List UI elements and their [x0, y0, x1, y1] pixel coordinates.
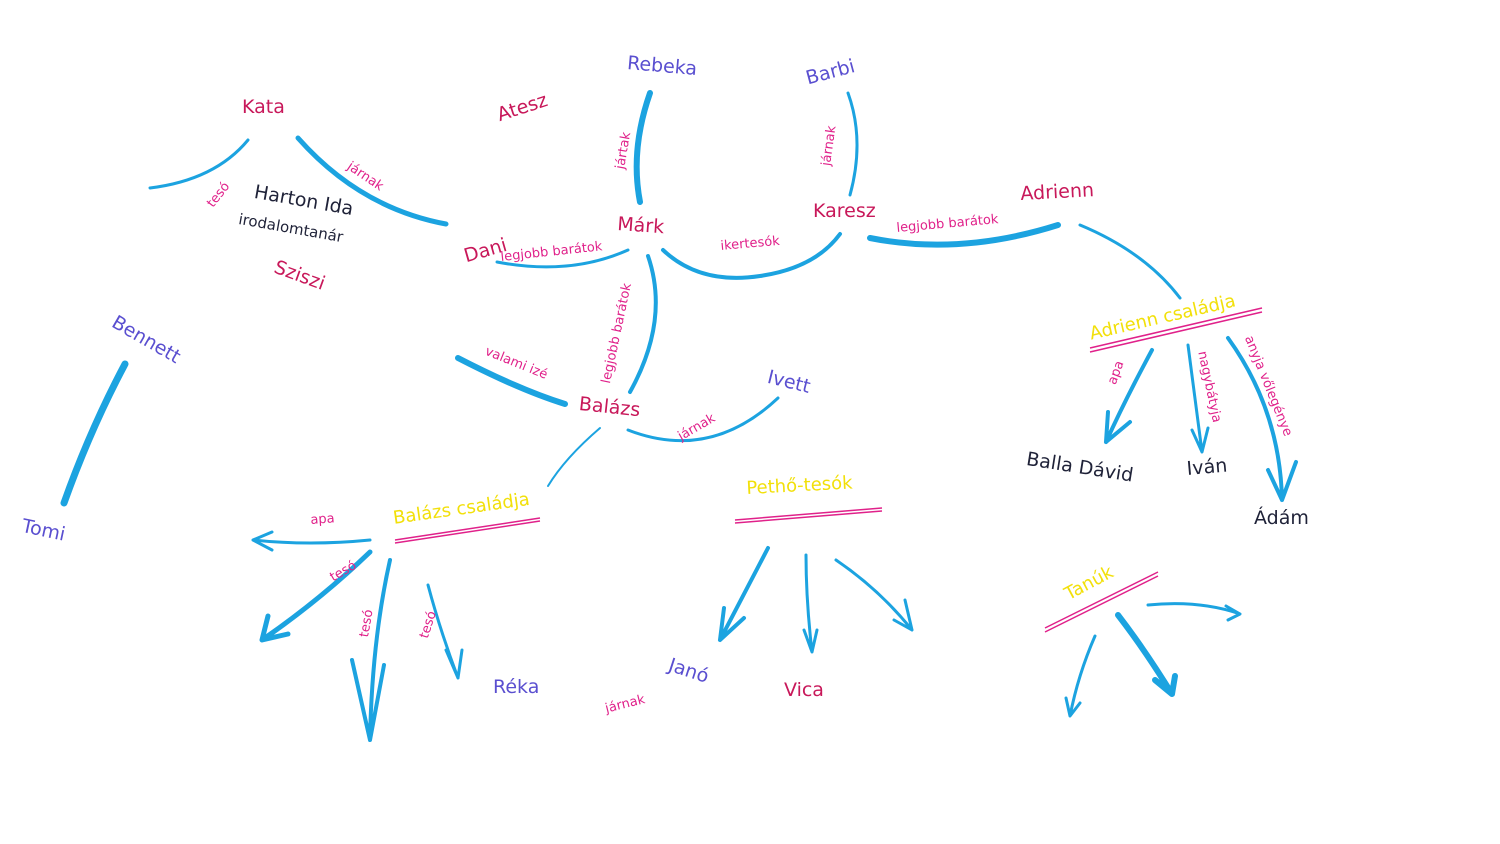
edge-balazs-ivett-jarnak [626, 396, 780, 443]
node-karesz: Karesz [813, 200, 876, 222]
arrow-balazs-teso-2 [350, 558, 392, 742]
underline-tanuk [1044, 571, 1159, 633]
node-adam: Ádám [1254, 507, 1309, 529]
node-adrienn: Adrienn [1019, 179, 1095, 205]
edge-mark-balazs-legjobb [628, 254, 658, 394]
arrow-tanuk-3 [1146, 602, 1242, 622]
arrow-balazs-teso-1 [259, 549, 373, 643]
node-mark: Márk [616, 213, 665, 239]
node-ivan: Iván [1185, 454, 1229, 480]
edge-barbi-jarnak [846, 91, 859, 197]
edge-valami-ize [455, 355, 568, 407]
arrow-petho-1 [718, 546, 770, 642]
node-kata: Kata [242, 96, 285, 118]
node-vica: Vica [784, 679, 824, 701]
edge-kata-jarnak [295, 135, 449, 227]
edge-bennett-tomi [60, 360, 129, 507]
edge-mark-karesz-ikertesok [661, 232, 842, 280]
arrow-tanuk-1 [1064, 634, 1097, 718]
underline-petho-tesok [734, 507, 883, 524]
edge-balazs-csaladja [547, 427, 601, 487]
edge-karesz-adrienn-legjobb [867, 222, 1061, 248]
node-reka: Réka [493, 676, 540, 698]
arrow-petho-2 [802, 553, 819, 654]
underline-balazs-csaladja [394, 517, 541, 544]
arrow-adrienn-apa [1104, 348, 1154, 444]
arrow-balazs-teso-3 [426, 583, 464, 680]
underline-adrienn-csaladja [1089, 307, 1263, 353]
arrow-adrienn-anyja-volegenye [1226, 336, 1298, 502]
rel-balazs-apa: apa [309, 511, 336, 528]
arrow-petho-3 [834, 558, 914, 632]
arrow-adrienn-nagybatyja [1186, 343, 1210, 454]
arrow-balazs-apa [251, 530, 372, 552]
edge-kata-teso [148, 138, 250, 190]
edge-dani-legjobb [495, 248, 630, 269]
edge-rebeka-jartak [633, 90, 653, 205]
arrow-tanuk-2 [1115, 612, 1178, 697]
edge-adrienn-csaladja [1078, 223, 1182, 300]
